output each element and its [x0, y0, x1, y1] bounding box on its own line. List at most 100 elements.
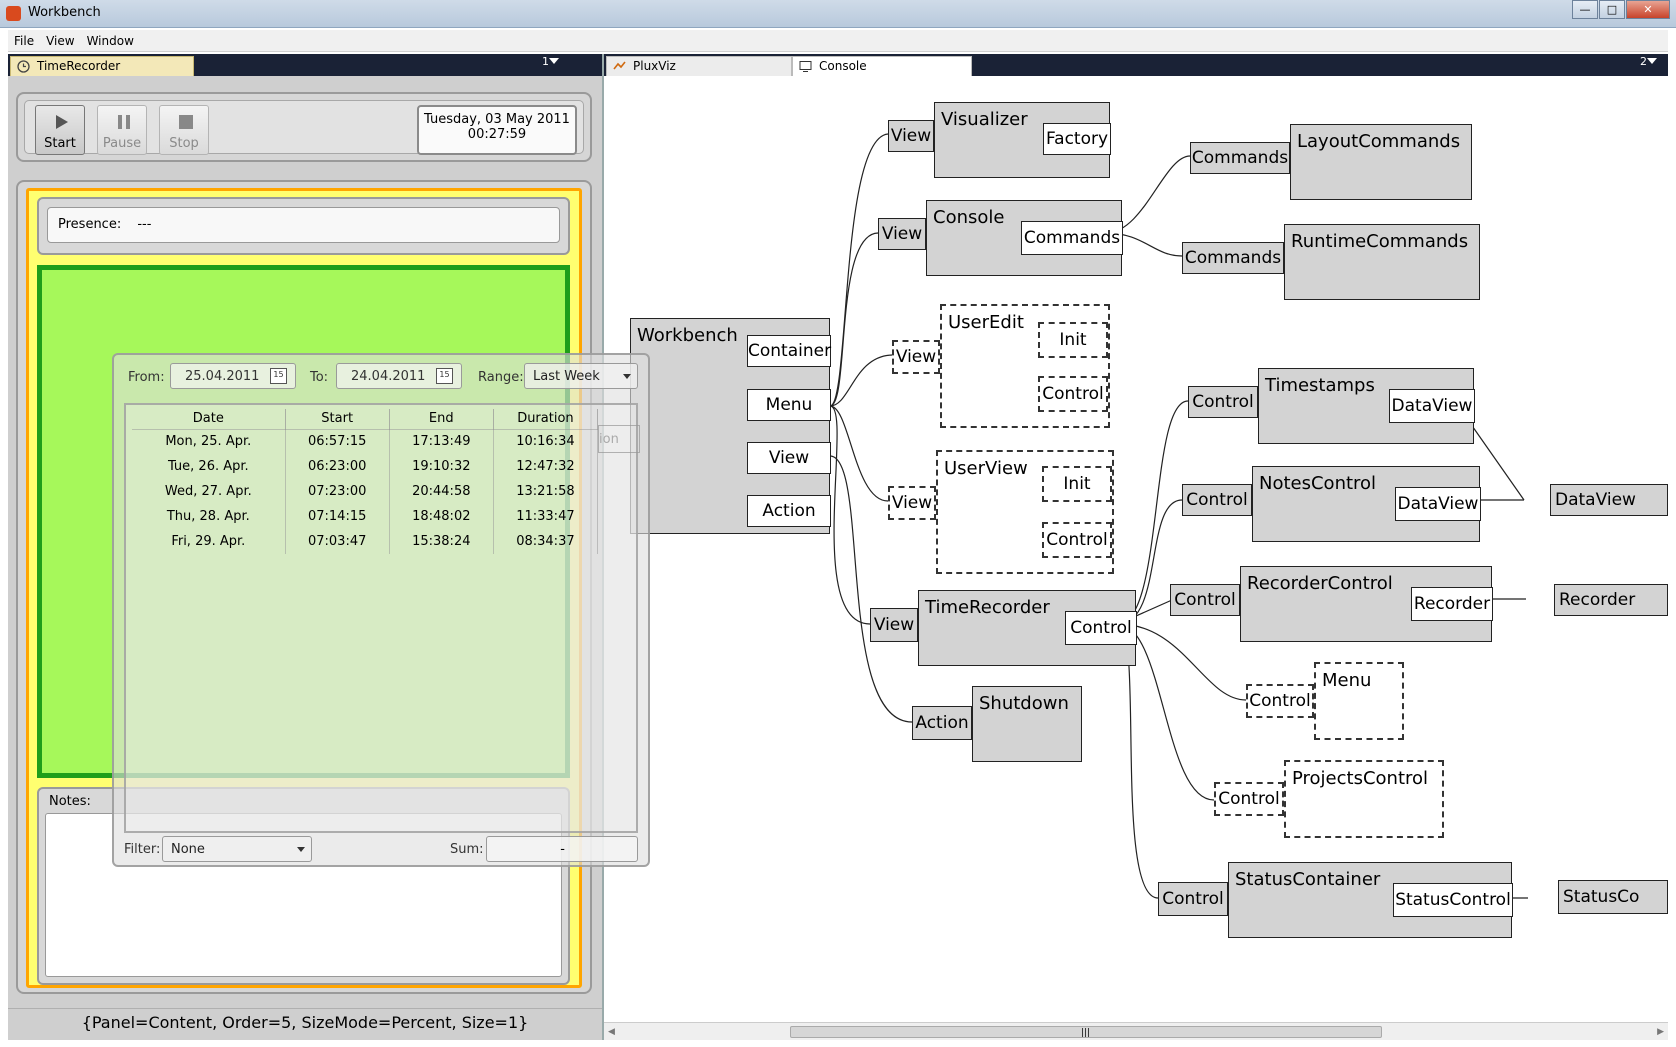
table-row[interactable]: Thu, 28. Apr. 07:14:15 18:48:02 11:33:47 [132, 504, 599, 529]
node-runtimecommands[interactable]: RuntimeCommands [1284, 224, 1480, 300]
port-container[interactable]: Container [747, 335, 831, 367]
port-control[interactable]: Control [1042, 522, 1112, 558]
close-button[interactable]: ✕ [1626, 0, 1670, 19]
to-date-picker[interactable]: 24.04.2011 15 [336, 363, 462, 389]
port-shutdown-action[interactable]: Action [912, 706, 972, 740]
port-recorder-external[interactable]: Recorder [1554, 584, 1668, 616]
table-row[interactable]: Tue, 26. Apr. 06:23:00 19:10:32 12:47:32 [132, 454, 599, 479]
filter-select[interactable]: None [162, 836, 312, 862]
node-title: Visualizer [941, 109, 1028, 130]
node-recordercontrol[interactable]: RecorderControl Recorder [1240, 566, 1493, 642]
pause-button[interactable]: Pause [97, 105, 147, 155]
node-visualizer[interactable]: Visualizer Factory [934, 102, 1111, 178]
table-row[interactable]: Mon, 25. Apr. 06:57:15 17:13:49 10:16:34 [132, 429, 599, 454]
port-notescontrol-control[interactable]: Control [1182, 484, 1252, 516]
time-table-popup: From: 25.04.2011 15 To: 24.04.2011 15 Ra… [112, 353, 650, 867]
date-time-display: Tuesday, 03 May 2011 00:27:59 [417, 105, 577, 155]
dock-menu-arrow-icon[interactable] [549, 58, 559, 64]
node-projectscontrol[interactable]: ProjectsControl [1284, 760, 1444, 838]
port-statuscontrol[interactable]: StatusControl [1393, 883, 1513, 917]
cell-start: 06:23:00 [285, 454, 390, 479]
port-console-view[interactable]: View [878, 218, 926, 250]
port-statuscontainer-control[interactable]: Control [1158, 882, 1228, 916]
port-factory[interactable]: Factory [1043, 123, 1111, 155]
current-date: Tuesday, 03 May 2011 [424, 112, 570, 127]
cell-end: 19:10:32 [389, 454, 494, 479]
port-layoutcommands-in[interactable]: Commands [1190, 142, 1290, 174]
node-timestamps[interactable]: Timestamps DataView [1258, 368, 1475, 444]
port-init[interactable]: Init [1042, 466, 1112, 502]
column-end[interactable]: End [389, 409, 494, 430]
tab-timerecorder[interactable]: TimeRecorder [10, 56, 194, 76]
recorder-toolbar: Start Pause Stop Tuesday, 03 May 2011 00… [16, 92, 592, 162]
port-timestamps-control[interactable]: Control [1188, 386, 1258, 418]
node-title: NotesControl [1259, 473, 1377, 494]
table-row[interactable]: Fri, 29. Apr. 07:03:47 15:38:24 08:34:37 [132, 529, 599, 554]
node-shutdown[interactable]: Shutdown [972, 686, 1082, 762]
scroll-left-icon[interactable]: ◀ [608, 1027, 615, 1037]
table-row[interactable]: Wed, 27. Apr. 07:23:00 20:44:58 13:21:58 [132, 479, 599, 504]
cell-end: 20:44:58 [389, 479, 494, 504]
node-useredit[interactable]: UserEdit Init Control [940, 304, 1110, 428]
port-timerecorder-view[interactable]: View [870, 608, 918, 642]
port-recordercontrol-control[interactable]: Control [1170, 584, 1240, 616]
port-statusco-external[interactable]: StatusCo [1558, 880, 1668, 914]
range-select[interactable]: Last Week [524, 363, 638, 389]
minimize-button[interactable]: — [1572, 0, 1598, 19]
calendar-icon[interactable]: 15 [270, 368, 287, 384]
time-table: ion Date Start End Duration Mon, 25. Apr… [124, 403, 640, 833]
menu-file[interactable]: File [14, 33, 35, 48]
start-button[interactable]: Start [35, 105, 85, 155]
tab-console[interactable]: Console [792, 56, 972, 76]
cell-duration: 08:34:37 [493, 529, 599, 554]
port-recorder[interactable]: Recorder [1411, 587, 1493, 621]
node-title: RecorderControl [1247, 573, 1393, 594]
from-date-picker[interactable]: 25.04.2011 15 [170, 363, 296, 389]
node-notescontrol[interactable]: NotesControl DataView [1252, 466, 1481, 542]
node-console[interactable]: Console Commands [926, 200, 1123, 276]
menu-window[interactable]: Window [86, 33, 134, 48]
menu-view[interactable]: View [46, 33, 75, 48]
port-action[interactable]: Action [747, 495, 831, 527]
dock-menu-arrow-icon[interactable] [1647, 58, 1657, 64]
node-layoutcommands[interactable]: LayoutCommands [1290, 124, 1472, 200]
port-userview-view[interactable]: View [888, 486, 936, 520]
node-workbench[interactable]: Workbench Container Menu View Action [630, 318, 831, 534]
scroll-thumb[interactable]: ||| [790, 1026, 1382, 1038]
port-dataview[interactable]: DataView [1395, 487, 1481, 521]
scroll-right-icon[interactable]: ▶ [1657, 1027, 1664, 1037]
cell-date: Fri, 29. Apr. [132, 529, 286, 554]
maximize-button[interactable]: □ [1599, 0, 1625, 19]
stop-button[interactable]: Stop [159, 105, 209, 155]
column-date[interactable]: Date [132, 409, 286, 430]
port-runtimecommands-in[interactable]: Commands [1182, 242, 1284, 274]
port-view[interactable]: View [747, 442, 831, 474]
node-timerecorder[interactable]: TimeRecorder Control [918, 590, 1137, 666]
node-menu[interactable]: Menu [1314, 662, 1404, 740]
port-projectscontrol-control[interactable]: Control [1214, 782, 1284, 816]
port-dataview[interactable]: DataView [1389, 389, 1475, 423]
tab-pluxviz[interactable]: PluxViz [606, 56, 792, 76]
port-commands[interactable]: Commands [1021, 221, 1123, 255]
port-control[interactable]: Control [1065, 611, 1137, 645]
port-menu-control[interactable]: Control [1246, 684, 1314, 718]
port-dataview-external[interactable]: DataView [1550, 484, 1668, 516]
plugin-diagram: Workbench Container Menu View Action Vie… [604, 76, 1668, 1020]
port-control[interactable]: Control [1038, 376, 1108, 412]
column-duration[interactable]: Duration [493, 409, 599, 430]
node-statuscontainer[interactable]: StatusContainer StatusControl [1228, 862, 1513, 938]
title-bar: Workbench — □ ✕ [0, 0, 1676, 28]
right-dock: PluxViz Console 2 [602, 54, 1668, 1040]
node-userview[interactable]: UserView Init Control [936, 450, 1114, 574]
port-useredit-view[interactable]: View [892, 340, 940, 374]
port-init[interactable]: Init [1038, 322, 1108, 358]
port-visualizer-view[interactable]: View [888, 120, 934, 152]
hidden-column-header: ion [598, 425, 640, 453]
dock-number: 1 [542, 55, 549, 68]
filter-label: Filter: [124, 842, 161, 857]
horizontal-scrollbar[interactable]: ◀ ||| ▶ [604, 1022, 1668, 1040]
node-title: RuntimeCommands [1291, 231, 1469, 252]
column-start[interactable]: Start [285, 409, 390, 430]
calendar-icon[interactable]: 15 [436, 368, 453, 384]
port-menu[interactable]: Menu [747, 389, 831, 421]
